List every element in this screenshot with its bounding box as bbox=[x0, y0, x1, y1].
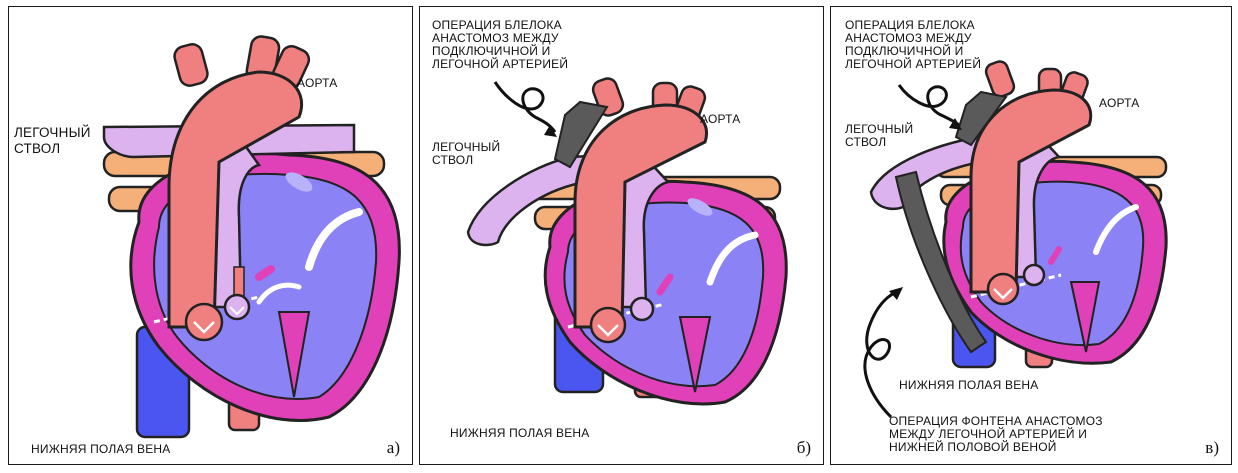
panel-sublabel: в) bbox=[1205, 438, 1219, 458]
heart-illustration-b bbox=[420, 7, 824, 465]
pulmonary-valve bbox=[1024, 265, 1044, 285]
aortic-valve bbox=[591, 308, 625, 342]
label-fontan-operation: ОПЕРАЦИЯ ФОНТЕНА АНАСТОМОЗ МЕЖДУ ЛЕГОЧНО… bbox=[889, 415, 1103, 454]
label-pulmonary-trunk: ЛЕГОЧНЫЙ СТВОЛ bbox=[845, 123, 913, 149]
panel-sublabel: б) bbox=[797, 438, 811, 458]
curly-arrow-fontan bbox=[865, 292, 896, 417]
diagram-panel-b: ОПЕРАЦИЯ БЛЕЛОКА АНАСТОМОЗ МЕЖДУ ПОДКЛЮЧ… bbox=[419, 6, 824, 465]
label-pulmonary-trunk: ЛЕГОЧНЫЙ СТВОЛ bbox=[14, 125, 91, 157]
label-inferior-vena-cava: НИЖНЯЯ ПОЛАЯ ВЕНА bbox=[450, 427, 589, 440]
panel-sublabel: а) bbox=[387, 438, 400, 458]
aortic-valve bbox=[186, 304, 222, 340]
heart-illustration-c bbox=[831, 7, 1232, 465]
label-aorta: АОРТА bbox=[700, 113, 740, 126]
diagram-panel-c: ОПЕРАЦИЯ БЛЕЛОКА АНАСТОМОЗ МЕЖДУ ПОДКЛЮЧ… bbox=[830, 6, 1232, 465]
curly-arrow bbox=[495, 82, 555, 132]
label-aorta: АОРТА bbox=[1099, 97, 1139, 110]
diagram-panel-a: АОРТА ЛЕГОЧНЫЙ СТВОЛ НИЖНЯЯ ПОЛАЯ ВЕНА а… bbox=[8, 6, 413, 465]
label-inferior-vena-cava: НИЖНЯЯ ПОЛАЯ ВЕНА bbox=[31, 443, 170, 456]
curly-arrow-blalock bbox=[899, 85, 959, 125]
heart-illustration-a bbox=[9, 7, 413, 465]
label-blalock-operation: ОПЕРАЦИЯ БЛЕЛОКА АНАСТОМОЗ МЕЖДУ ПОДКЛЮЧ… bbox=[845, 19, 981, 71]
label-pulmonary-trunk: ЛЕГОЧНЫЙ СТВОЛ bbox=[432, 141, 500, 167]
label-blalock-operation: ОПЕРАЦИЯ БЛЕЛОКА АНАСТОМОЗ МЕЖДУ ПОДКЛЮЧ… bbox=[432, 19, 568, 71]
pulmonary-valve bbox=[631, 298, 653, 320]
label-inferior-vena-cava: НИЖНЯЯ ПОЛАЯ ВЕНА bbox=[899, 379, 1038, 392]
label-aorta: АОРТА bbox=[297, 77, 337, 90]
